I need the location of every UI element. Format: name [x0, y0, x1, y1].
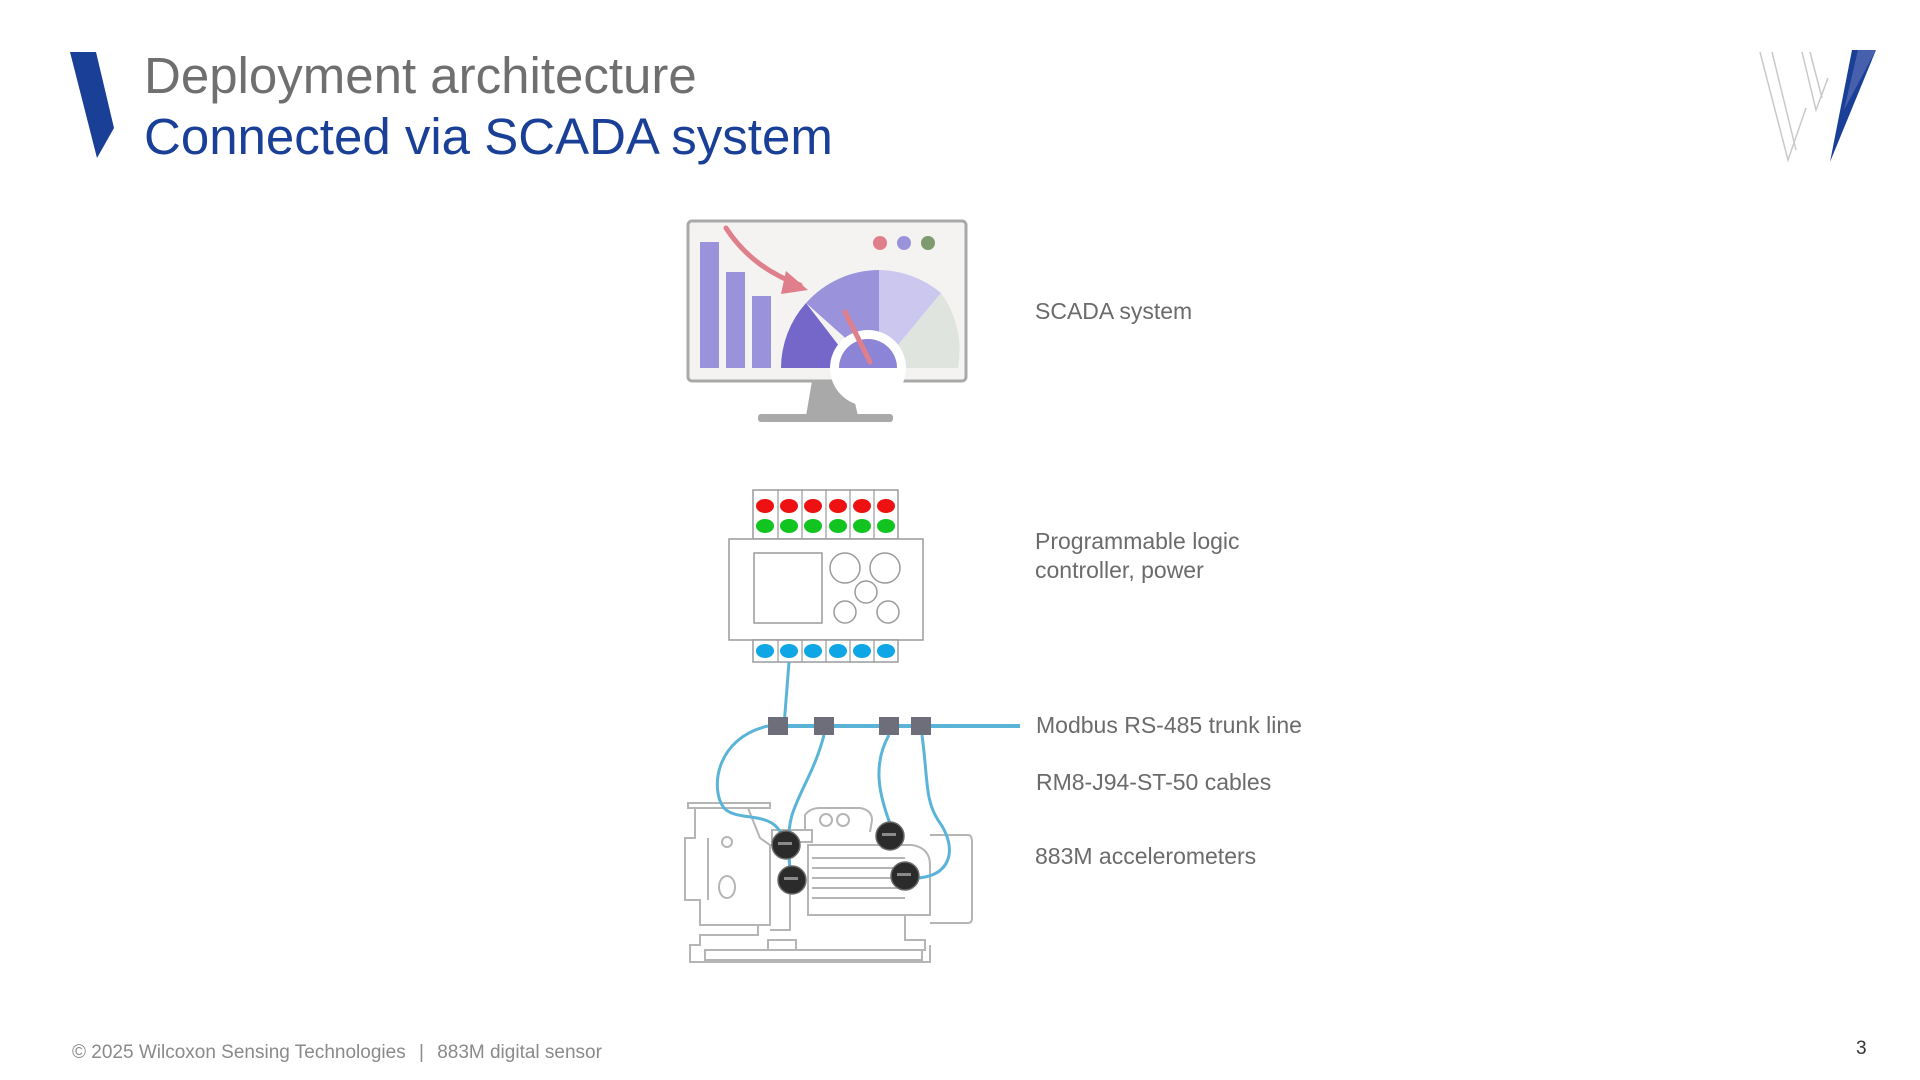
accelerometer-icon	[771, 821, 920, 895]
footer: © 2025 Wilcoxon Sensing Technologies | 8…	[72, 1042, 602, 1064]
trunk-tee	[814, 717, 834, 735]
trunk-tee	[911, 717, 931, 735]
scada-monitor-icon	[686, 219, 968, 422]
wilcoxon-logo-icon	[1759, 50, 1876, 162]
trunk-tee	[879, 717, 899, 735]
footer-copyright: © 2025 Wilcoxon Sensing Technologies	[72, 1042, 406, 1063]
brand-accent-icon	[70, 52, 114, 158]
cables-label: RM8-J94-ST-50 cables	[1036, 769, 1272, 795]
trunk-label: Modbus RS-485 trunk line	[1036, 712, 1302, 738]
plc-label-line2: controller, power	[1035, 557, 1204, 583]
trunk-tee	[768, 717, 788, 735]
accelerometers-label: 883M accelerometers	[1035, 843, 1257, 869]
pump-motor-icon	[684, 802, 973, 963]
scada-label: SCADA system	[1035, 298, 1193, 324]
footer-product: 883M digital sensor	[437, 1042, 602, 1063]
page-title: Deployment architecture	[144, 47, 697, 104]
page-subtitle: Connected via SCADA system	[144, 108, 833, 165]
plc-label-line1: Programmable logic	[1035, 528, 1240, 554]
page-number: 3	[1856, 1038, 1867, 1059]
footer-separator: |	[418, 1042, 424, 1063]
plc-icon	[728, 489, 924, 663]
